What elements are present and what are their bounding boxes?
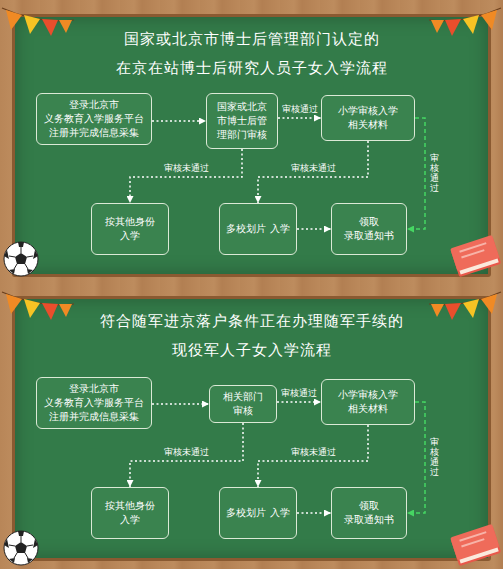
process-box: 领取 录取通知书 xyxy=(331,203,407,255)
process-box: 小学审核入学 相关材料 xyxy=(321,95,415,141)
box-text: 登录北京市 义务教育入学服务平台 注册并完成信息采集 xyxy=(37,382,151,424)
box-text: 登录北京市 义务教育入学服务平台 注册并完成信息采集 xyxy=(37,98,151,140)
edge-label: 审核通过 xyxy=(279,388,319,399)
box-text: 领取 录取通知书 xyxy=(332,215,406,243)
flow-arrow xyxy=(152,403,209,405)
box-text: 相关部门 审核 xyxy=(210,390,276,418)
process-box: 小学审核入学 相关材料 xyxy=(321,379,415,425)
edge-label: 审核未通过 xyxy=(289,447,338,458)
flow-arrow xyxy=(297,512,331,514)
flow-arrow xyxy=(278,117,321,119)
panel-title: 符合随军进京落户条件正在办理随军手续的 现役军人子女入学流程 xyxy=(82,307,422,365)
flow-arrow xyxy=(152,120,206,122)
flow-arrow xyxy=(258,141,368,203)
edge-label: 审核未通过 xyxy=(162,163,211,174)
edge-label: 审核通过 xyxy=(429,152,440,196)
flow-arrow xyxy=(130,149,242,203)
box-text: 多校划片 入学 xyxy=(221,506,294,520)
flow-arrow xyxy=(297,228,331,230)
panel-title: 国家或北京市博士后管理部门认定的 在京在站博士后研究人员子女入学流程 xyxy=(82,25,422,83)
process-box: 登录北京市 义务教育入学服务平台 注册并完成信息采集 xyxy=(36,93,152,145)
process-box: 多校划片 入学 xyxy=(219,487,297,539)
flow-arrow xyxy=(258,425,368,487)
process-box: 领取 录取通知书 xyxy=(331,487,407,539)
box-text: 领取 录取通知书 xyxy=(332,499,406,527)
chalkboard-panel: 国家或北京市博士后管理部门认定的 在京在站博士后研究人员子女入学流程登录北京市 … xyxy=(12,14,491,277)
edge-label: 审核通过 xyxy=(429,436,440,480)
process-box: 国家或北京 市博士后管 理部门审核 xyxy=(206,93,278,149)
pass-arrow xyxy=(407,118,425,229)
flow-arrow xyxy=(277,401,321,403)
edge-label: 审核未通过 xyxy=(162,447,211,458)
process-box: 相关部门 审核 xyxy=(209,385,277,423)
box-text: 按其他身份 入学 xyxy=(92,215,168,243)
flow-arrow xyxy=(130,423,243,487)
edge-label: 审核未通过 xyxy=(289,163,338,174)
process-box: 按其他身份 入学 xyxy=(91,203,169,255)
process-box: 多校划片 入学 xyxy=(219,203,297,255)
process-box: 按其他身份 入学 xyxy=(91,487,169,539)
box-text: 小学审核入学 相关材料 xyxy=(322,388,414,416)
box-text: 按其他身份 入学 xyxy=(92,499,168,527)
box-text: 多校划片 入学 xyxy=(221,222,294,236)
chalkboard-panel: 符合随军进京落户条件正在办理随军手续的 现役军人子女入学流程登录北京市 义务教育… xyxy=(12,296,491,561)
box-text: 国家或北京 市博士后管 理部门审核 xyxy=(207,100,277,142)
box-text: 小学审核入学 相关材料 xyxy=(322,104,414,132)
process-box: 登录北京市 义务教育入学服务平台 注册并完成信息采集 xyxy=(36,377,152,429)
edge-label: 审核通过 xyxy=(280,104,320,115)
pass-arrow xyxy=(407,402,425,513)
